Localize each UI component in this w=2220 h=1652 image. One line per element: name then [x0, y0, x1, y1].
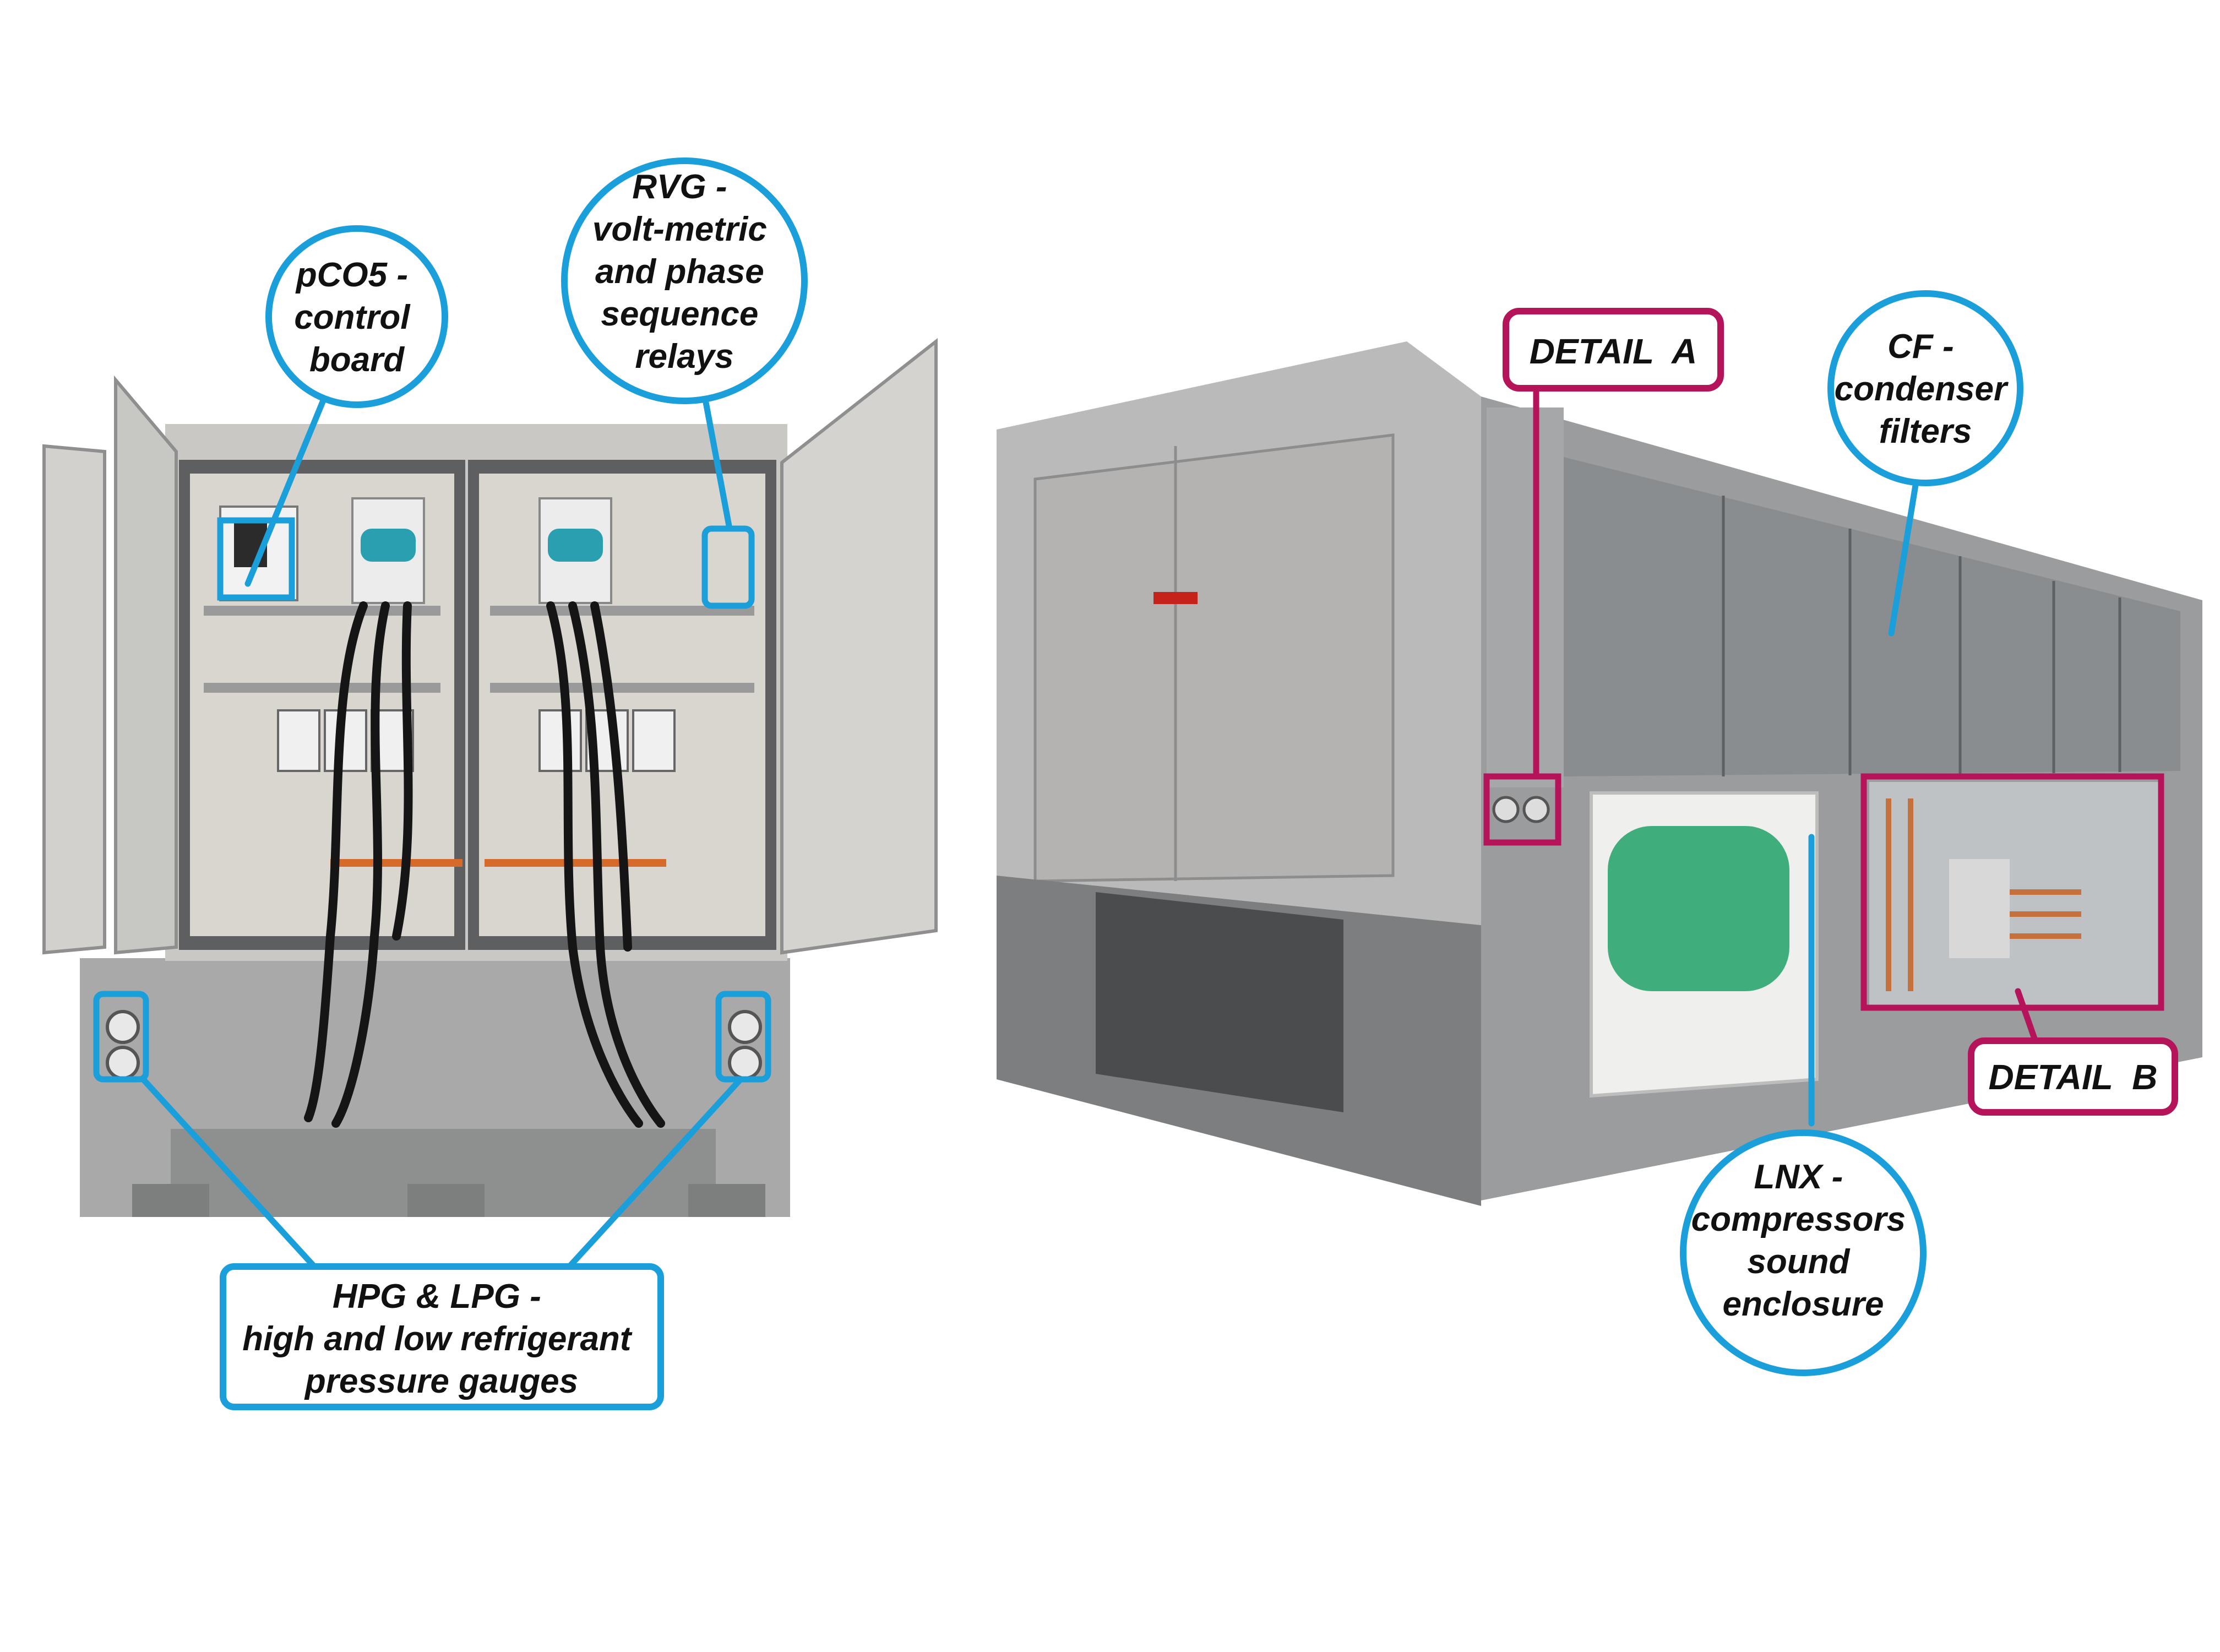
fuse-disconnector-icon [351, 497, 425, 604]
pco5-highlight [217, 517, 295, 601]
detail-a-label: DETAIL A [1530, 332, 1697, 371]
detail-a-highlight [1483, 773, 1561, 846]
pressure-gauge-icon [106, 1010, 762, 1080]
red-door-handle-icon [1153, 592, 1198, 604]
cf-callout [1827, 290, 2023, 486]
din-rail [490, 683, 754, 693]
front-cabinet-opening [1096, 892, 1343, 1112]
hpg-lpg-callout [220, 1263, 664, 1410]
rvg-highlight [701, 525, 755, 609]
skid-foot-middle [407, 1184, 485, 1217]
detail-b-callout [1968, 1037, 2178, 1116]
skid-foot-right [688, 1184, 765, 1217]
right-door [780, 338, 938, 955]
condenser-filters [1564, 457, 2180, 776]
terminal-strip [485, 859, 666, 867]
din-rail [204, 683, 440, 693]
front-cabinet-doors [1033, 433, 1395, 883]
pco5-label: pCO5 - control board [294, 256, 419, 379]
power-cables [304, 601, 665, 1128]
fuse-disconnector-icon [538, 497, 612, 604]
detail-a-callout [1503, 308, 1724, 392]
gauges-right-highlight [715, 991, 771, 1083]
terminal-strip [330, 859, 463, 867]
lnx-callout [1680, 1129, 1927, 1376]
compressor [1608, 826, 1789, 991]
valve-body [1949, 859, 2010, 958]
detail-b-label: DETAIL B [1989, 1057, 2158, 1097]
cf-label: CF - condenser filters [1835, 328, 2017, 450]
skid-foot-left [132, 1184, 209, 1217]
gauges-left-highlight [93, 991, 149, 1083]
pressure-gauge-icon [1492, 796, 1550, 823]
electrical-cabinet [42, 338, 938, 1217]
hpg-lpg-label: HPG & LPG - high and low refrigerant pre… [242, 1278, 640, 1400]
rvg-label: RVG - volt-metric and phase sequence rel… [592, 168, 776, 376]
side-louvre-panel [1487, 407, 1564, 787]
lnx-label: LNX - compressors sound enclosure [1691, 1158, 1916, 1323]
detail-b-highlight [1860, 773, 2164, 1011]
filter-dividers [1722, 496, 2121, 776]
blue-leader-lines [140, 393, 1919, 1275]
magenta-leader-lines [1533, 382, 2041, 1050]
left-outer-door [42, 444, 106, 955]
pco5-callout [265, 225, 448, 408]
rvg-callout [561, 157, 808, 404]
left-door [114, 375, 178, 955]
